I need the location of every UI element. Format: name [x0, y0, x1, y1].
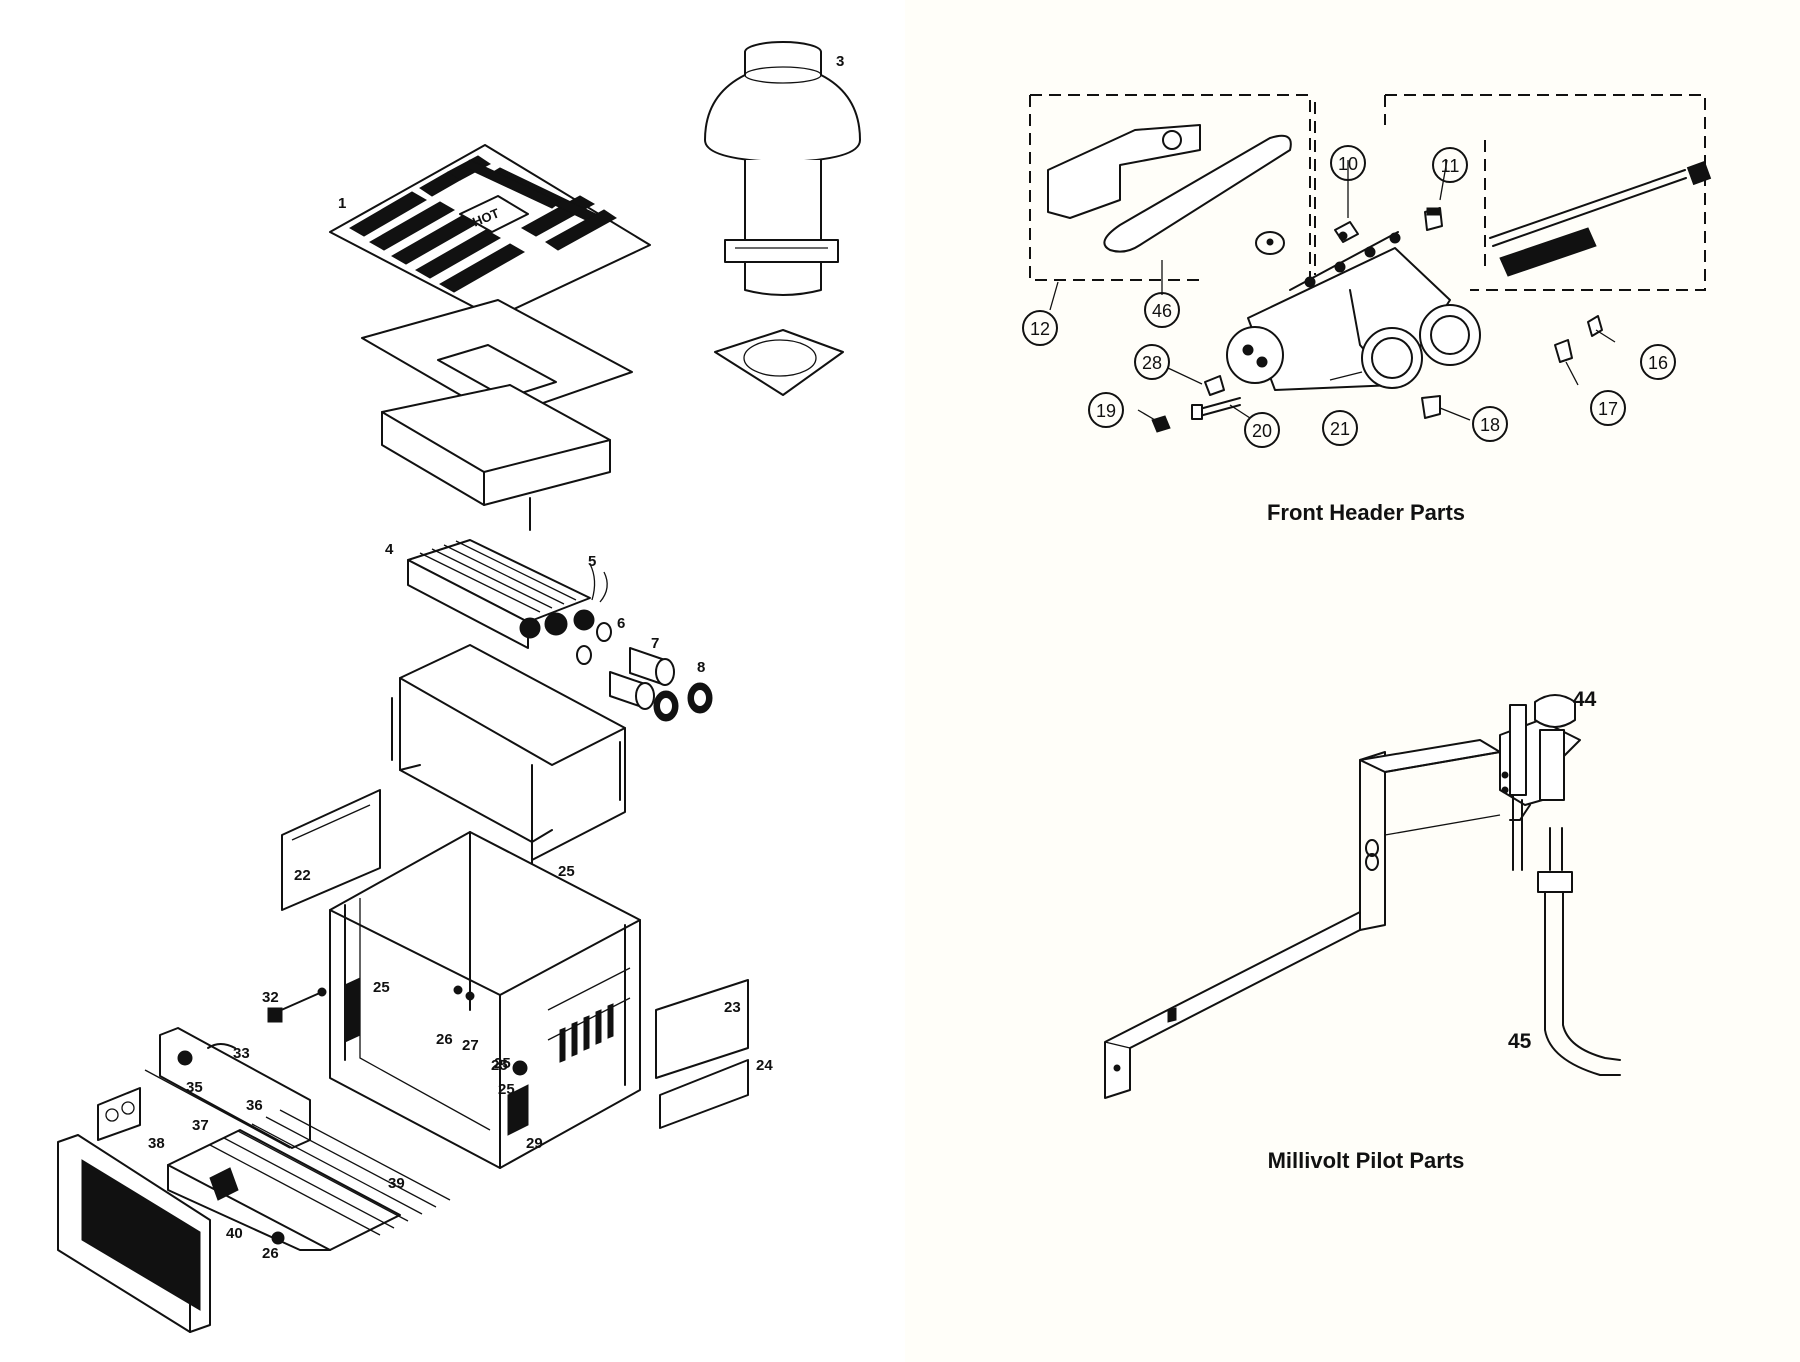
callout-39: 39: [388, 1175, 405, 1192]
callout-5: 5: [588, 553, 596, 570]
power-cord: [267, 987, 327, 1023]
callout-32: 32: [262, 989, 279, 1006]
callout-11: 11: [1441, 156, 1460, 176]
header-gasket: [1103, 134, 1292, 253]
callout-3: 3: [836, 53, 844, 70]
callout-46: 46: [1152, 301, 1172, 321]
callout-25-chamber: 25: [558, 863, 575, 880]
water-connections: [576, 622, 713, 722]
front-header-callouts: 10 11 12 46 28 19 20 21 18 16: [1022, 145, 1676, 448]
callout-26-lower: 26: [262, 1245, 279, 1262]
part-10-plug: [1334, 221, 1359, 243]
control-bracket: [144, 1027, 311, 1149]
header-body: [1226, 231, 1481, 391]
flue-opening: [437, 344, 557, 399]
callout-21: 21: [1330, 419, 1350, 439]
flue-collector: [381, 384, 611, 531]
top-jacket-grille: HOT: [329, 144, 651, 319]
callout-18: 18: [1480, 415, 1500, 435]
callout-1: 1: [338, 195, 346, 212]
callout-25-front: 25: [373, 979, 390, 996]
millivolt-pilot-caption: Millivolt Pilot Parts: [1268, 1148, 1465, 1173]
callout-4: 4: [385, 541, 394, 558]
callout-8: 8: [697, 659, 705, 676]
callout-35: 35: [186, 1079, 203, 1096]
heater-exploded-view: HOT: [57, 41, 861, 1333]
side-panel-right: [655, 979, 749, 1079]
left-callout-labels: 1 3 4 5 6 7 8 22 25 25 32 25 26 27 23 24…: [148, 53, 844, 1262]
bypass-valve: [1489, 160, 1712, 277]
callout-45: 45: [1508, 1030, 1532, 1053]
callout-36: 36: [246, 1097, 263, 1114]
callout-27: 27: [462, 1037, 479, 1054]
callout-25-b: 25: [491, 1057, 508, 1074]
front-header-assembly: 10 11 12 46 28 19 20 21 18 16: [1022, 94, 1712, 525]
front-header-caption: Front Header Parts: [1267, 500, 1465, 525]
callout-20: 20: [1252, 421, 1272, 441]
part-18-drain: [1421, 395, 1441, 419]
draft-hood: [704, 41, 861, 396]
callout-25-lower: 25: [494, 1055, 511, 1072]
millivolt-pilot-assembly: 44 45 Millivolt Pilot Parts: [1104, 688, 1621, 1173]
callout-28: 28: [1142, 353, 1162, 373]
callout-38: 38: [148, 1135, 165, 1152]
side-panel-left: [281, 789, 381, 911]
access-panel: [659, 1059, 749, 1129]
callout-25-c: 25: [498, 1081, 515, 1098]
combustion-chamber: [391, 644, 626, 871]
callout-40: 40: [226, 1225, 243, 1242]
part-19-washer: [1151, 415, 1171, 433]
callout-19: 19: [1096, 401, 1116, 421]
callout-33: 33: [233, 1045, 250, 1062]
callout-22: 22: [294, 867, 311, 884]
callout-29: 29: [526, 1135, 543, 1152]
callout-6: 6: [617, 615, 625, 632]
callout-10: 10: [1338, 154, 1358, 174]
cabinet: [329, 831, 641, 1169]
callout-44: 44: [1573, 688, 1597, 711]
callout-26: 26: [436, 1031, 453, 1048]
callout-17: 17: [1598, 399, 1618, 419]
callout-23: 23: [724, 999, 741, 1016]
front-access-door: [57, 1134, 211, 1333]
callout-16: 16: [1648, 353, 1668, 373]
part-17-fitting: [1554, 339, 1573, 363]
callout-24: 24: [756, 1057, 773, 1074]
callout-37: 37: [192, 1117, 209, 1134]
burner-tray: [167, 1109, 451, 1251]
callout-12: 12: [1030, 319, 1050, 339]
part-28-nut: [1204, 375, 1225, 396]
callout-7: 7: [651, 635, 659, 652]
pilot-bracket: [97, 1087, 141, 1141]
header-bracket: [1047, 124, 1201, 219]
heat-exchanger: [407, 539, 608, 649]
